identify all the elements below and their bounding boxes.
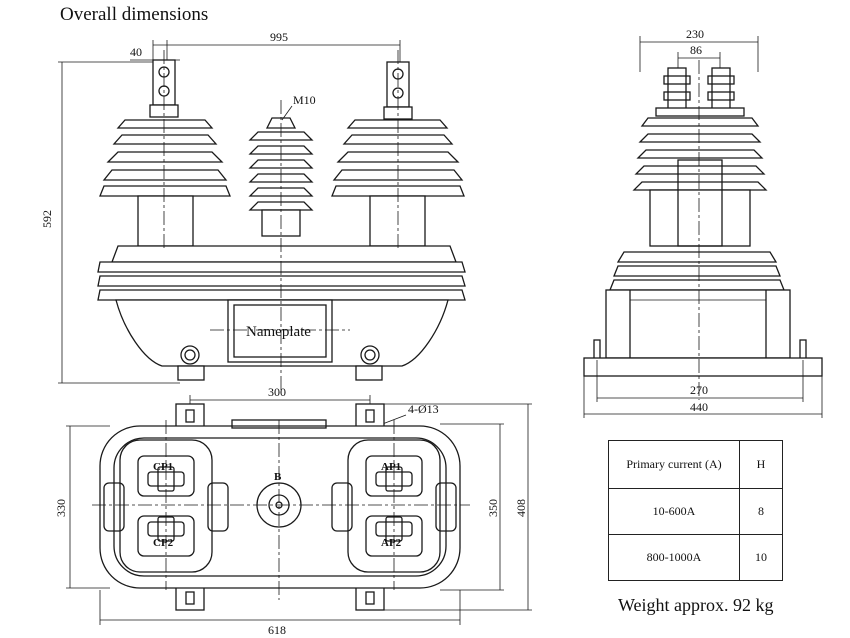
terminal-ap1: AP1 (381, 461, 401, 473)
table-header-current: Primary current (A) (608, 440, 740, 489)
dim-270: 270 (690, 383, 708, 397)
terminal-b: B (274, 471, 282, 483)
terminal-cp2: CP2 (153, 537, 174, 549)
top-view: 300 4-Ø13 (54, 385, 532, 637)
dim-350: 350 (486, 499, 500, 517)
dim-618: 618 (268, 623, 286, 637)
terminal-cp1: CP1 (153, 461, 173, 473)
dim-995: 995 (270, 30, 288, 44)
front-view: 40 995 592 (40, 30, 466, 390)
dim-440: 440 (690, 400, 708, 414)
dim-408: 408 (514, 499, 528, 517)
bolt-label: M10 (293, 93, 316, 107)
dim-86: 86 (690, 43, 702, 57)
dim-330: 330 (54, 499, 68, 517)
dim-230: 230 (686, 27, 704, 41)
table-cell: 8 (739, 488, 783, 535)
dim-300: 300 (268, 385, 286, 399)
table-cell: 10-600A (608, 488, 740, 535)
table-cell: 10 (739, 534, 783, 581)
dim-592: 592 (40, 210, 54, 228)
weight-label: Weight approx. 92 kg (618, 595, 774, 615)
terminal-ap2: AP2 (381, 537, 402, 549)
table-header-h: H (739, 440, 783, 489)
table-row: 10-600A 8 (608, 488, 783, 535)
side-view: 230 86 (583, 27, 823, 418)
nameplate-label: Nameplate (246, 324, 311, 340)
holes-label: 4-Ø13 (408, 402, 439, 416)
current-table: Primary current (A) H 10-600A 8 800-1000… (608, 440, 783, 581)
dim-40: 40 (130, 45, 142, 59)
drawing-title: Overall dimensions (60, 4, 208, 25)
table-row: 800-1000A 10 (608, 534, 783, 581)
table-header-row: Primary current (A) H (608, 440, 783, 489)
table-cell: 800-1000A (608, 534, 740, 581)
